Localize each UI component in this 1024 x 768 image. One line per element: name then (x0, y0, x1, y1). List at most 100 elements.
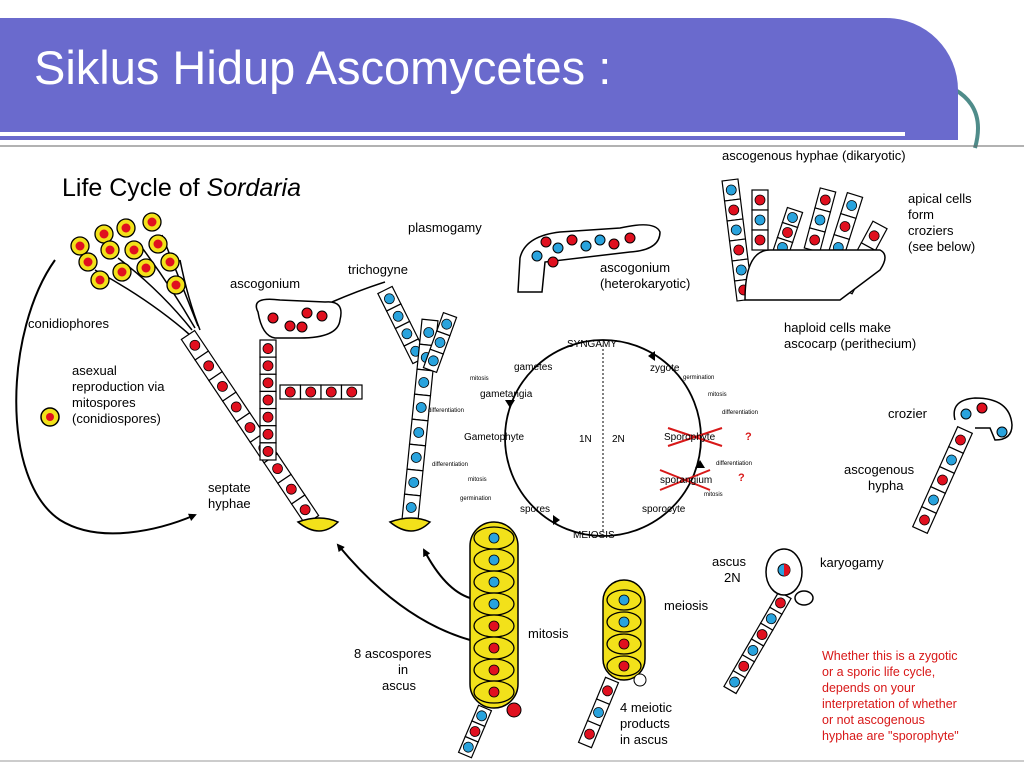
cycle-q1: ? (745, 431, 752, 443)
note-line-1: Whether this is a zygotic (822, 649, 957, 663)
conidium (166, 275, 186, 295)
cycle-mitosis-4: mitosis (470, 376, 489, 382)
meiotic-product (606, 589, 642, 611)
label-ascospores-2: in (398, 662, 408, 677)
cycle-differentiation-4: differentiation (428, 408, 464, 414)
title-bar (0, 18, 958, 140)
label-meiosis: meiosis (664, 598, 709, 613)
label-asexual-2: reproduction via (72, 379, 165, 394)
label-apical-4: (see below) (908, 239, 975, 254)
label-trichogyne: trichogyne (348, 262, 408, 277)
note-line-6: hyphae are "sporophyte" (822, 729, 959, 743)
cycle-differentiation-3: differentiation (432, 462, 468, 468)
cycle-sporangium: sporangium (660, 475, 712, 486)
ascocarp-base (744, 249, 886, 301)
cycle-syngamy: SYNGAMY (567, 339, 617, 350)
label-plasmogamy: plasmogamy (408, 220, 482, 235)
hypha-cell (781, 206, 804, 229)
hypha-cell (401, 493, 422, 522)
hypha-cell (221, 391, 251, 423)
ascospore (473, 570, 515, 594)
note-line-4: interpretation of whether (822, 697, 957, 711)
hypha-cell (750, 622, 774, 647)
hypha-cell (435, 311, 458, 337)
trichogyne-tube (331, 281, 386, 303)
meiotic-product (606, 655, 642, 677)
label-apical-3: croziers (908, 223, 954, 238)
note-line-2: or a sporic life cycle, (822, 665, 935, 679)
cycle-q2: ? (738, 472, 745, 484)
conidium (94, 224, 114, 244)
hypha-cell (751, 209, 769, 231)
ascospore-arrow-1 (336, 543, 471, 641)
hypha-cell (411, 393, 432, 422)
slide-title: Siklus Hidup Ascomycetes : (34, 41, 612, 94)
meiotic-product (606, 633, 642, 655)
cycle-mitosis-3: mitosis (468, 477, 487, 483)
plasmogamy-sac (517, 224, 661, 293)
label-ascogenous-hyphae-dikaryotic: ascogenous hyphae (dikaryotic) (722, 148, 906, 163)
conidium (90, 270, 110, 290)
conidium (148, 234, 168, 254)
hypha-cell (457, 735, 479, 759)
label-ascospores-3: ascus (382, 678, 416, 693)
hypha-cell (731, 258, 752, 282)
hypha-cell (320, 384, 343, 400)
ascospore (473, 658, 515, 682)
hypha-cell (259, 339, 277, 358)
conidium (142, 212, 162, 232)
label-heterokaryotic: (heterokaryotic) (600, 276, 690, 291)
hypha-cell (833, 212, 857, 241)
hypha-cell (259, 356, 277, 375)
cycle-sporocyte: sporocyte (642, 504, 686, 515)
ascospore (473, 548, 515, 572)
hypha-cell (279, 384, 302, 400)
hypha-cell (751, 189, 769, 211)
cycle-germination-2: germination (460, 496, 491, 502)
hypha-cell (259, 407, 277, 427)
cycle-meiosis: MEIOSIS (573, 530, 615, 541)
label-ascogonium: ascogonium (230, 276, 300, 291)
hypha-cell (422, 348, 445, 374)
conidium (136, 258, 156, 278)
hypha-cell (394, 320, 420, 347)
title-underline (0, 132, 905, 136)
label-septate-1: septate (208, 480, 251, 495)
cycle-gametangia: gametangia (480, 389, 533, 400)
hypha-cell (577, 719, 602, 749)
hypha-cell (759, 606, 783, 631)
hypha-cell (259, 425, 277, 444)
hypha-cell (471, 704, 493, 728)
conidium (70, 236, 90, 256)
label-conidiophores: conidiophores (28, 316, 109, 331)
hypha-cell (929, 465, 956, 495)
conidium-cup-right (388, 517, 432, 532)
hypha-cell (259, 442, 277, 461)
label-ascogonium-2: ascogonium (600, 260, 670, 275)
hypha-cell (911, 505, 938, 535)
conidium (124, 240, 144, 260)
plasmogamy-nuclei (531, 232, 636, 268)
ascospore (473, 680, 515, 704)
label-karyogamy: karyogamy (820, 555, 884, 570)
hypha-cell (276, 473, 306, 505)
label-apical-2: form (908, 207, 934, 222)
hypha-cell (751, 229, 769, 251)
hypha-cell (721, 178, 742, 202)
label-crozier: crozier (888, 406, 928, 421)
hypha-cell (803, 227, 826, 253)
cycle-germination-1: germination (683, 375, 714, 381)
conidium (116, 218, 136, 238)
hypha-cell (938, 445, 965, 475)
note-line-3: depends on your (822, 681, 915, 695)
label-meiotic-2: products (620, 716, 670, 731)
ascospore (473, 614, 515, 638)
cycle-diagram (504, 339, 723, 537)
note-line-5: or not ascogenous (822, 713, 925, 727)
ascospores (473, 526, 515, 704)
hypha-cell (723, 669, 747, 695)
hypha-cell (595, 676, 620, 706)
label-ascus: ascus (712, 554, 746, 569)
meiotic-products (606, 589, 642, 677)
